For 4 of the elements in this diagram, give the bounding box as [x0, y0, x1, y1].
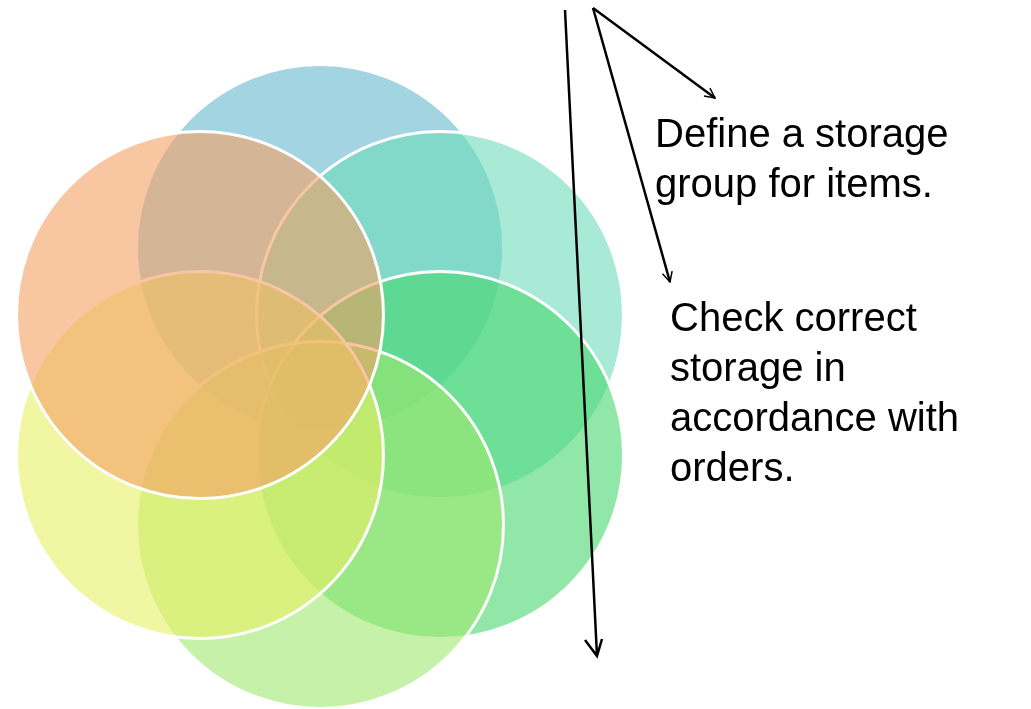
arrow: [592, 7, 716, 99]
step-text: Define a storage group for items.: [655, 110, 950, 207]
arrow: [591, 7, 673, 283]
step-text: Check correct storage in accordance with orders.: [670, 294, 961, 491]
